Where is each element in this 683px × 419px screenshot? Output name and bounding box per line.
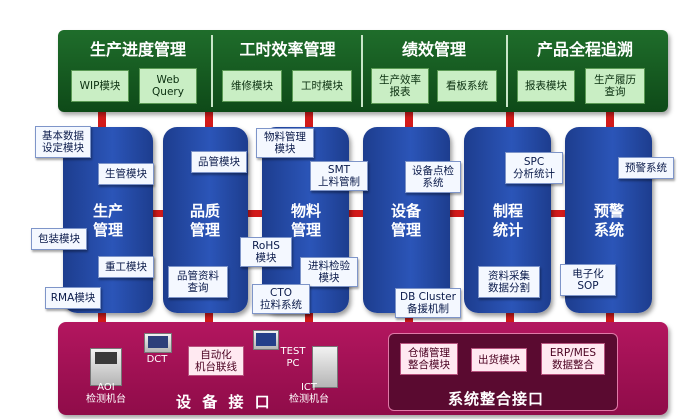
module-box[interactable]: 维修模块 bbox=[222, 70, 282, 102]
module-box[interactable]: 资料采集数据分割 bbox=[478, 266, 540, 298]
module-box[interactable]: 生管模块 bbox=[98, 163, 154, 185]
top-separator bbox=[211, 35, 213, 107]
ict-machine-icon bbox=[312, 346, 338, 388]
aoi-machine-screen bbox=[95, 352, 117, 364]
top-section-title: 产品全程追溯 bbox=[536, 40, 633, 59]
column-title: 预警系统 bbox=[593, 202, 624, 239]
module-box[interactable]: 进料检验模块 bbox=[300, 257, 358, 287]
column-title: 品质管理 bbox=[189, 202, 220, 239]
integration-box[interactable]: 仓储管理整合模块 bbox=[400, 343, 458, 375]
connector-horizontal bbox=[70, 210, 650, 217]
integration-interface-title: 系统整合接口 bbox=[448, 390, 545, 408]
module-box[interactable]: 重工模块 bbox=[98, 256, 154, 278]
test-pc-screen bbox=[256, 333, 276, 346]
column-title: 制程统计 bbox=[492, 202, 523, 239]
top-section-title: 工时效率管理 bbox=[239, 40, 336, 59]
module-box[interactable]: 生产履历查询 bbox=[585, 68, 645, 104]
column-title: 生产管理 bbox=[92, 202, 123, 239]
dct-device-screen bbox=[148, 336, 168, 348]
module-box[interactable]: 预警系统 bbox=[618, 157, 674, 179]
module-box[interactable]: 设备点检系统 bbox=[405, 161, 461, 193]
automation-box[interactable]: 自动化机台联线 bbox=[188, 346, 244, 376]
module-box[interactable]: 品管资料查询 bbox=[168, 266, 228, 298]
top-section-title: 生产进度管理 bbox=[89, 40, 186, 59]
module-box[interactable]: 工时模块 bbox=[292, 70, 352, 102]
dct-label: DCT bbox=[146, 354, 168, 365]
module-box[interactable]: 看板系统 bbox=[437, 70, 497, 102]
column-equipment bbox=[363, 127, 450, 313]
module-box[interactable]: 基本数据设定模块 bbox=[35, 126, 91, 158]
integration-box[interactable]: 出货模块 bbox=[471, 348, 527, 372]
top-separator bbox=[361, 35, 363, 107]
column-title: 物料管理 bbox=[290, 202, 321, 239]
module-box[interactable]: 包装模块 bbox=[31, 228, 87, 250]
module-box[interactable]: 生产效率报表 bbox=[371, 68, 429, 104]
module-box[interactable]: 报表模块 bbox=[517, 70, 575, 102]
column-title: 设备管理 bbox=[390, 202, 421, 239]
module-box[interactable]: RMA模块 bbox=[45, 287, 101, 309]
top-separator bbox=[506, 35, 508, 107]
column-production bbox=[63, 127, 153, 313]
device-interface-title: 设 备 接 口 bbox=[176, 393, 273, 411]
top-section-title: 绩效管理 bbox=[401, 40, 466, 59]
module-box[interactable]: 物料管理模块 bbox=[256, 128, 314, 158]
module-box[interactable]: WIP模块 bbox=[71, 70, 129, 102]
module-box[interactable]: 品管模块 bbox=[191, 151, 247, 173]
